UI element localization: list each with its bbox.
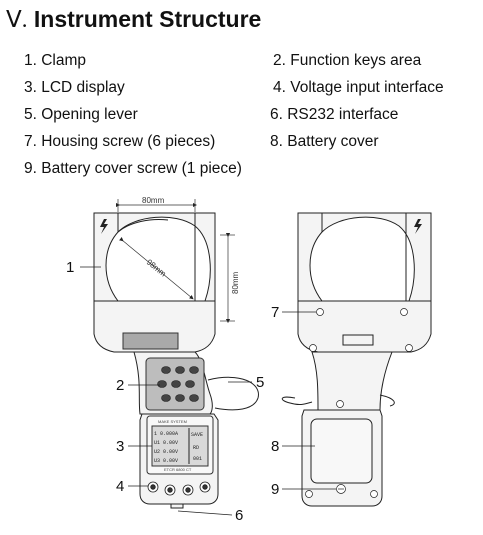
legend-item-6: 6. RS232 interface (270, 106, 399, 123)
key-button (189, 394, 199, 402)
lcd-save: SAVE (191, 432, 203, 438)
housing-screws (305, 308, 413, 498)
key-button (175, 366, 185, 374)
flash-icon (100, 219, 108, 234)
lcd-screen (151, 425, 209, 467)
callout-8: 8 (271, 438, 279, 455)
key-button (185, 380, 195, 388)
back-grip (311, 351, 393, 411)
key-button (189, 366, 199, 374)
keypad (157, 366, 199, 402)
flash-icon (414, 219, 422, 234)
back-clamp (297, 212, 324, 302)
housing-screw (305, 490, 313, 498)
opening-lever (207, 376, 259, 411)
battery-cover (310, 418, 373, 484)
key-button (157, 380, 167, 388)
lcd-row: 1 0.000A (154, 431, 178, 437)
dimension-height: 80mm (231, 271, 240, 294)
legend-item-3: 3. LCD display (24, 79, 125, 96)
back-view (281, 212, 432, 507)
callout-9: 9 (271, 481, 279, 498)
section-number: Ⅴ. (6, 7, 28, 32)
callout-numbers: 1 2 3 4 5 6 7 8 9 (66, 259, 279, 524)
callout-lines (80, 266, 336, 516)
key-button (175, 394, 185, 402)
voltage-terminals (147, 481, 211, 496)
legend-item-9: 9. Battery cover screw (1 piece) (24, 160, 242, 177)
callout-7: 7 (271, 304, 279, 321)
lcd-model: ETCR 6800 CT (164, 467, 192, 472)
lcd-rd: RD (193, 445, 199, 451)
housing-screw (400, 308, 408, 316)
callout-5: 5 (256, 374, 264, 391)
key-button (171, 380, 181, 388)
dimension-lines (115, 199, 235, 324)
lcd-brand: MAKE SYSTEM (158, 419, 187, 424)
legend-item-5: 5. Opening lever (24, 106, 138, 123)
callout-1: 1 (66, 259, 74, 276)
lcd-row: U1 0.00V (154, 440, 178, 446)
housing-screw (336, 400, 344, 408)
back-upper-body (297, 300, 432, 353)
legend-item-1: 1. Clamp (24, 52, 87, 69)
legend-item-7: 7. Housing screw (6 pieces) (24, 133, 216, 150)
housing-screw (316, 308, 324, 316)
lcd-row: U3 0.00V (154, 458, 178, 464)
section-heading: Instrument Structure (33, 6, 262, 32)
lcd-row: U2 0.00V (154, 449, 178, 455)
callout-4: 4 (116, 478, 124, 495)
legend-item-4: 4. Voltage input interface (273, 79, 444, 96)
callout-3: 3 (116, 438, 124, 455)
lcd-counter: 001 (193, 456, 202, 462)
housing-screw (405, 344, 413, 352)
housing-screw (370, 490, 378, 498)
key-button (161, 394, 171, 402)
callout-6: 6 (235, 507, 243, 524)
housing-screw (309, 344, 317, 352)
dimension-width: 80mm (142, 196, 165, 205)
legend-item-8: 8. Battery cover (270, 133, 379, 150)
legend-item-2: 2. Function keys area (273, 52, 422, 69)
key-button (161, 366, 171, 374)
lcd-content: MAKE SYSTEM 1 0.000A U1 0.00V U2 0.00V U… (154, 419, 203, 472)
section-title: Ⅴ. Instrument Structure (6, 5, 261, 34)
callout-2: 2 (116, 377, 124, 394)
